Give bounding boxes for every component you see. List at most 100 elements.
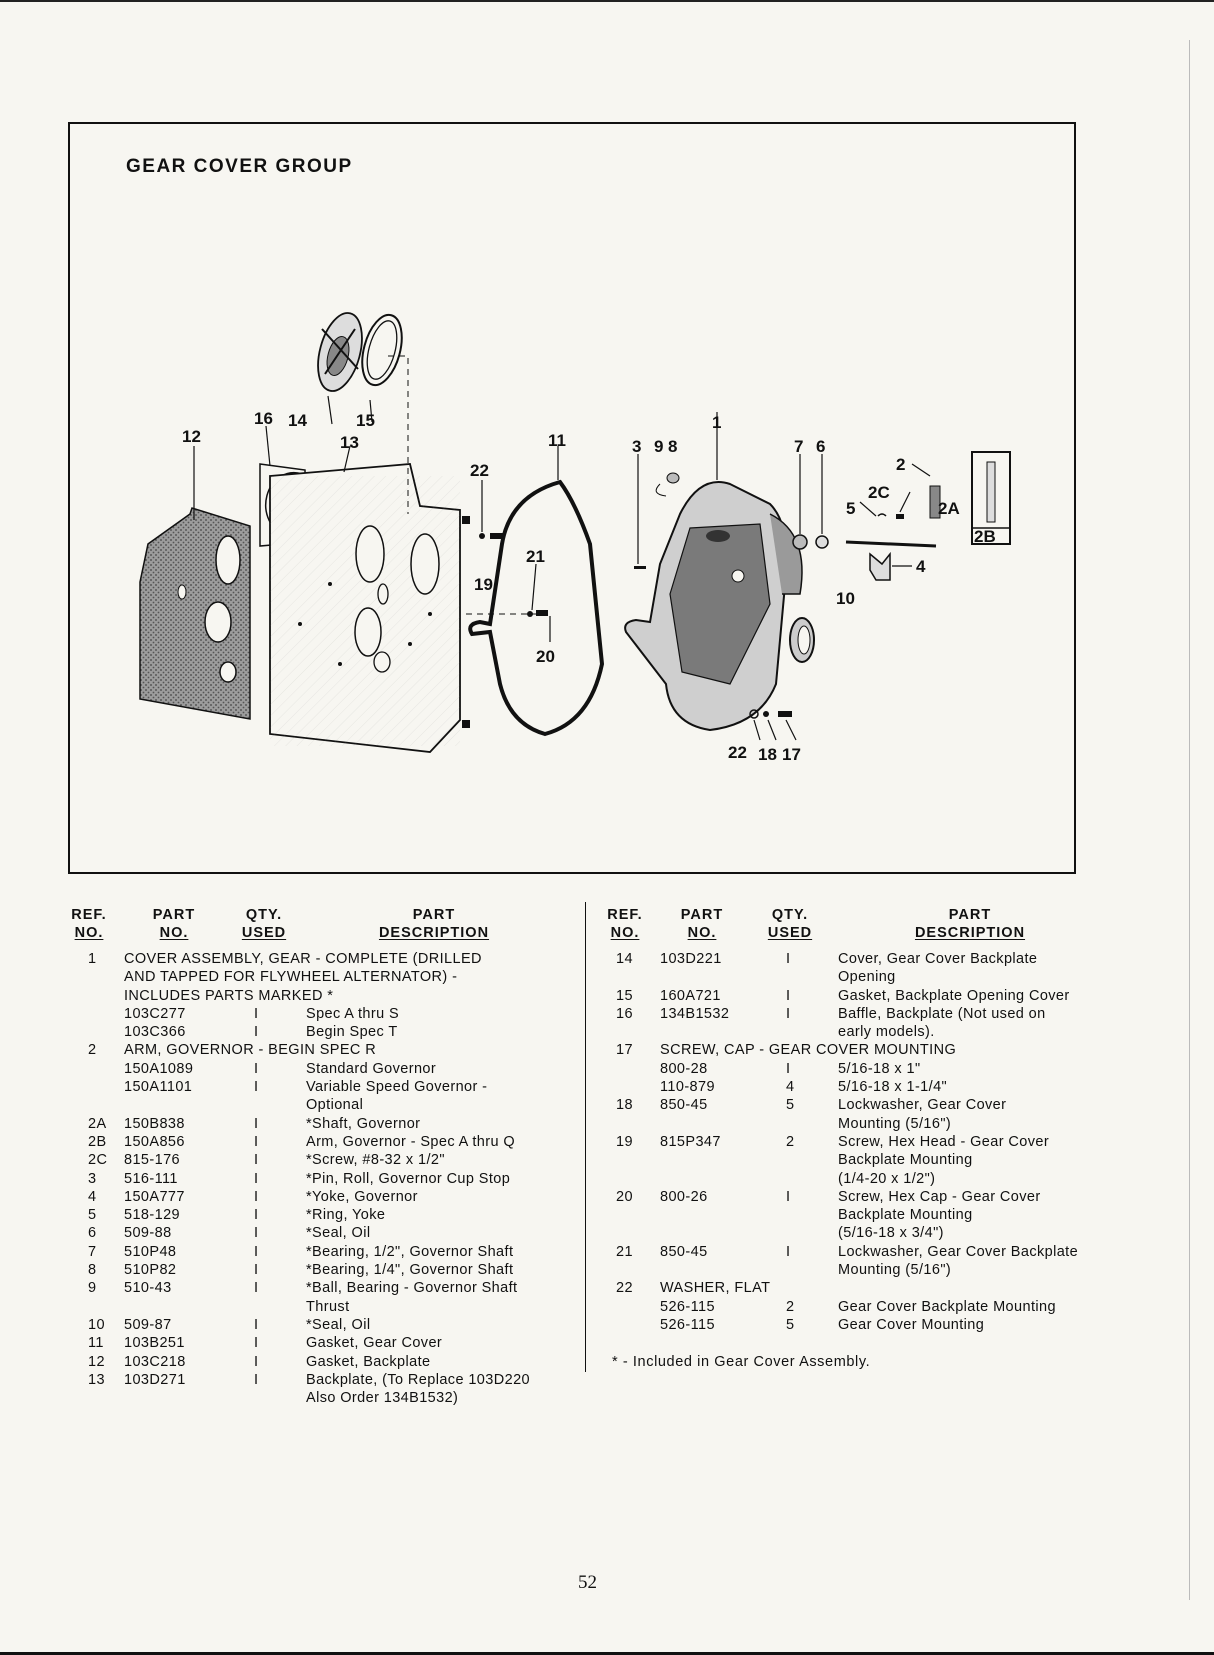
- part-no-cell: 103D271: [124, 1371, 186, 1388]
- table-row: Mounting (5/16"): [600, 1261, 1140, 1279]
- description-cell: Gasket, Backplate Opening Cover: [838, 987, 1070, 1004]
- ref-no-cell: 1: [88, 951, 97, 967]
- part-4-yoke-governor: [869, 551, 891, 581]
- description-cell: Mounting (5/16"): [838, 1262, 952, 1279]
- description-cell: Screw, Hex Cap - Gear Cover: [838, 1188, 1041, 1205]
- description-cell: 5/16-18 x 1-1/4": [838, 1079, 948, 1096]
- callout-2c: 2C: [868, 483, 890, 502]
- diagram-frame: GEAR COVER GROUP: [68, 122, 1076, 874]
- part-10-seal-oil: [789, 617, 815, 663]
- callout-16: 16: [254, 409, 273, 428]
- part-no-cell: 103C277: [124, 1005, 186, 1022]
- callout-2: 2: [896, 455, 905, 474]
- callout-11: 11: [548, 431, 566, 450]
- description-cell: Also Order 134B1532): [306, 1390, 459, 1407]
- callout-17: 17: [782, 745, 801, 764]
- part-no-cell: 850-45: [660, 1097, 708, 1114]
- qty-cell: I: [254, 1262, 259, 1279]
- table-row: early models).: [600, 1023, 1140, 1041]
- description-cell: Thrust: [306, 1298, 350, 1315]
- ref-no-cell: 11: [88, 1335, 104, 1352]
- part-2a-shaft-governor: [845, 485, 941, 548]
- bottom-rule: [0, 1652, 1214, 1655]
- ref-no-cell: 6: [88, 1225, 97, 1242]
- part-7-6-bearing-seal: [792, 534, 829, 550]
- callout-18: 18: [758, 745, 777, 764]
- description-cell: *Yoke, Governor: [306, 1188, 418, 1205]
- qty-cell: I: [786, 987, 791, 1004]
- qty-cell: I: [786, 1005, 791, 1022]
- part-no-cell: 103B251: [124, 1335, 185, 1352]
- description-cell: Begin Spec T: [306, 1024, 398, 1041]
- description-cell: Cover, Gear Cover Backplate: [838, 951, 1038, 967]
- description-cell: INCLUDES PARTS MARKED *: [124, 987, 334, 1004]
- leader-lines: [193, 395, 931, 741]
- callout-14: 14: [288, 411, 307, 430]
- description-cell: Backplate, (To Replace 103D220: [306, 1371, 530, 1388]
- callout-19: 19: [474, 575, 493, 594]
- ref-no-cell: 13: [88, 1371, 105, 1388]
- callout-2b: 2B: [974, 527, 996, 546]
- part-no-cell: 110-879: [660, 1079, 715, 1096]
- ref-no-cell: 2B: [88, 1133, 107, 1150]
- ref-no-cell: 16: [616, 1005, 633, 1022]
- part-no-cell: 518-129: [124, 1207, 181, 1224]
- qty-cell: 2: [786, 1298, 795, 1315]
- qty-cell: 2: [786, 1133, 795, 1150]
- part-no-cell: 509-88: [124, 1225, 172, 1242]
- qty-cell: I: [254, 1188, 259, 1205]
- description-cell: *Bearing, 1/2", Governor Shaft: [306, 1243, 514, 1260]
- table-row: 5 518-129 I *Ring, Yoke: [64, 1206, 574, 1224]
- description-cell: Backplate Mounting: [838, 1207, 973, 1224]
- ref-no-cell: 22: [616, 1280, 633, 1297]
- part-no-cell: 150A856: [124, 1133, 185, 1150]
- qty-cell: I: [254, 1243, 259, 1260]
- part-3-pin-roll: [634, 566, 646, 569]
- qty-cell: I: [254, 1335, 259, 1352]
- qty-cell: 5: [786, 1316, 795, 1333]
- qty-cell: I: [786, 1188, 791, 1205]
- description-cell: Baffle, Backplate (Not used on: [838, 1005, 1046, 1022]
- top-rule: [0, 0, 1214, 2]
- callout-22-top: 22: [470, 461, 489, 480]
- ref-no-cell: 2: [88, 1042, 97, 1059]
- table-row: Backplate Mounting: [600, 1151, 1140, 1169]
- description-cell: *Screw, #8-32 x 1/2": [306, 1152, 445, 1169]
- table-row: Opening: [600, 968, 1140, 986]
- ref-no-cell: 19: [616, 1133, 633, 1150]
- header-ref-no: REF.NO.: [71, 907, 107, 942]
- description-cell: Screw, Hex Head - Gear Cover: [838, 1133, 1050, 1150]
- callout-10: 10: [836, 589, 855, 608]
- description-cell: AND TAPPED FOR FLYWHEEL ALTERNATOR) -: [124, 969, 458, 986]
- ref-no-cell: 7: [88, 1243, 97, 1260]
- part-no-cell: 526-115: [660, 1298, 715, 1315]
- part-12-gasket-backplate: [139, 507, 251, 720]
- description-cell: *Ring, Yoke: [306, 1207, 386, 1224]
- qty-cell: I: [254, 1280, 259, 1297]
- part-no-cell: 160A721: [660, 987, 721, 1004]
- column-divider: [585, 902, 586, 1372]
- description-cell: Gear Cover Backplate Mounting: [838, 1298, 1056, 1315]
- part-no-cell: 103C218: [124, 1353, 186, 1370]
- part-14-cover-backplate-opening: [317, 312, 363, 392]
- part-no-cell: 103D221: [660, 951, 722, 967]
- part-22-18-17-screw-lockwasher-washer: [749, 709, 792, 719]
- part-no-cell: 103C366: [124, 1024, 186, 1041]
- qty-cell: I: [254, 1207, 259, 1224]
- part-2b-arm-governor: [971, 451, 1011, 545]
- ref-no-cell: 5: [88, 1207, 97, 1224]
- ref-no-cell: 17: [616, 1042, 633, 1059]
- page-edge-line: [1189, 40, 1190, 1600]
